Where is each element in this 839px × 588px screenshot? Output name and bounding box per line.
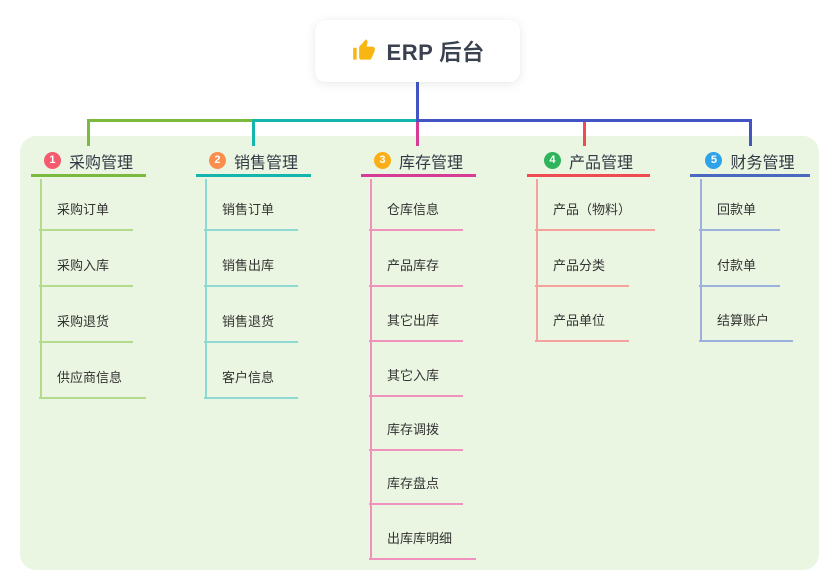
leaf-node[interactable]: 其它入库 — [369, 366, 464, 397]
branch-header-4[interactable]: 4 产品管理 — [527, 147, 650, 177]
leaf-label: 付款单 — [699, 256, 781, 287]
leaf-label: 产品单位 — [535, 311, 630, 342]
leaf-label: 销售出库 — [204, 256, 299, 287]
leaf-node[interactable]: 供应商信息 — [39, 368, 147, 399]
connector-bus-blue — [416, 119, 752, 122]
connector-drop-branch1 — [87, 119, 90, 146]
connector-bus-teal — [252, 119, 418, 122]
leaf-label: 库存盘点 — [369, 474, 464, 505]
leaf-node[interactable]: 采购入库 — [39, 256, 134, 287]
leaf-node[interactable]: 结算账户 — [699, 311, 794, 342]
leaf-node[interactable]: 产品单位 — [535, 311, 630, 342]
connector-children-branch4 — [536, 179, 538, 342]
branch-header-2[interactable]: 2 销售管理 — [196, 147, 311, 177]
leaf-label: 回款单 — [699, 200, 781, 231]
leaf-node[interactable]: 销售订单 — [204, 200, 299, 231]
branch-number-badge: 3 — [373, 152, 391, 169]
branch-label: 财务管理 — [730, 154, 795, 172]
branch-label: 销售管理 — [233, 154, 298, 172]
leaf-label: 销售退货 — [204, 312, 299, 343]
branch-header-5[interactable]: 5 财务管理 — [690, 147, 810, 177]
leaf-node[interactable]: 产品分类 — [535, 256, 630, 287]
connector-children-branch3 — [370, 179, 372, 560]
leaf-label: 其它出库 — [369, 311, 464, 342]
connector-drop-branch5 — [749, 119, 752, 146]
branch-number-badge: 1 — [43, 152, 61, 169]
branch-header-3[interactable]: 3 库存管理 — [361, 147, 476, 177]
connector-root-stem — [416, 82, 419, 120]
branch-label: 采购管理 — [68, 154, 133, 172]
leaf-node[interactable]: 库存盘点 — [369, 474, 464, 505]
leaf-label: 采购入库 — [39, 256, 134, 287]
connector-children-branch2 — [205, 179, 207, 399]
leaf-label: 供应商信息 — [39, 368, 147, 399]
root-title: ERP 后台 — [386, 40, 485, 65]
branch-number-badge: 2 — [208, 152, 226, 169]
leaf-node[interactable]: 销售退货 — [204, 312, 299, 343]
leaf-label: 客户信息 — [204, 368, 299, 399]
leaf-node[interactable]: 出库库明细 — [369, 529, 477, 560]
leaf-label: 销售订单 — [204, 200, 299, 231]
connector-children-branch5 — [700, 179, 702, 342]
leaf-node[interactable]: 产品（物料） — [535, 200, 656, 231]
branches-background-panel — [20, 136, 819, 570]
leaf-label: 产品（物料） — [535, 200, 656, 231]
connector-drop-branch4 — [583, 122, 586, 146]
leaf-label: 出库库明细 — [369, 529, 477, 560]
leaf-node[interactable]: 仓库信息 — [369, 200, 464, 231]
connector-drop-branch2 — [252, 119, 255, 146]
thumbs-up-icon — [351, 38, 377, 64]
leaf-label: 采购订单 — [39, 200, 134, 231]
branch-header-1[interactable]: 1 采购管理 — [31, 147, 146, 177]
branch-label: 产品管理 — [568, 154, 633, 172]
branch-number-badge: 4 — [543, 152, 561, 169]
leaf-node[interactable]: 客户信息 — [204, 368, 299, 399]
leaf-label: 其它入库 — [369, 366, 464, 397]
root-node[interactable]: ERP 后台 — [315, 20, 520, 82]
leaf-label: 采购退货 — [39, 312, 134, 343]
branch-label: 库存管理 — [398, 154, 463, 172]
branch-number-badge: 5 — [705, 152, 723, 169]
leaf-node[interactable]: 采购订单 — [39, 200, 134, 231]
leaf-label: 结算账户 — [699, 311, 794, 342]
connector-bus-green — [87, 119, 254, 122]
leaf-node[interactable]: 回款单 — [699, 200, 781, 231]
connector-drop-branch3 — [416, 122, 419, 146]
leaf-node[interactable]: 采购退货 — [39, 312, 134, 343]
leaf-node[interactable]: 库存调拨 — [369, 420, 464, 451]
leaf-node[interactable]: 其它出库 — [369, 311, 464, 342]
leaf-label: 仓库信息 — [369, 200, 464, 231]
connector-children-branch1 — [40, 179, 42, 399]
leaf-node[interactable]: 产品库存 — [369, 256, 464, 287]
leaf-node[interactable]: 付款单 — [699, 256, 781, 287]
leaf-label: 产品分类 — [535, 256, 630, 287]
leaf-label: 产品库存 — [369, 256, 464, 287]
leaf-label: 库存调拨 — [369, 420, 464, 451]
leaf-node[interactable]: 销售出库 — [204, 256, 299, 287]
